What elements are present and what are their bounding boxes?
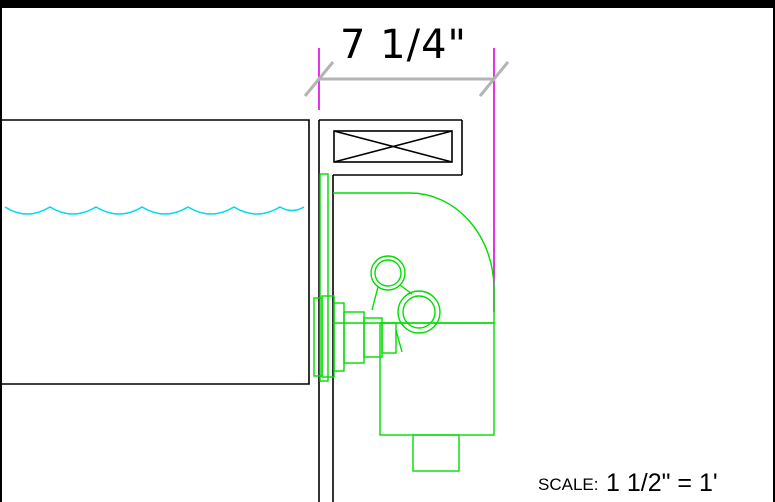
dimension-line [303, 61, 510, 97]
scale-label: SCALE: [538, 475, 598, 494]
water-line [4, 206, 305, 215]
dimension-label: 7 1/4" [340, 22, 467, 68]
drawing-sheet [2, 8, 773, 502]
skimmer-equipment [313, 173, 495, 472]
wall-linework [2, 119, 463, 502]
duct-symbol [333, 130, 453, 163]
scale-value: 1 1/2" = 1' [606, 469, 718, 497]
